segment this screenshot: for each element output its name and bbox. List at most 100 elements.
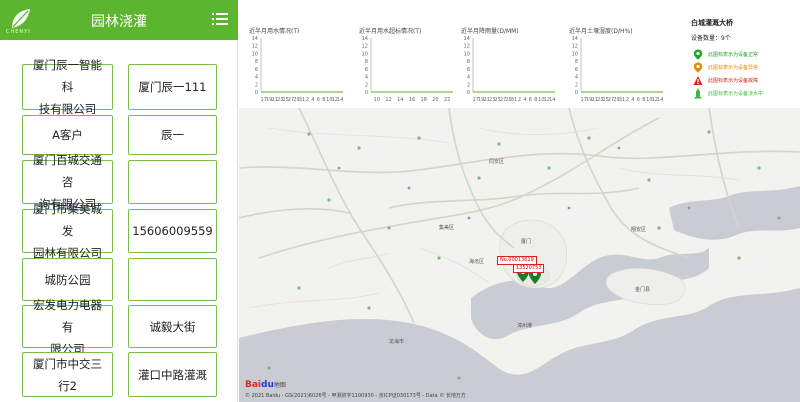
card-label: A客户 bbox=[52, 128, 83, 142]
x-tick-label: 14 bbox=[657, 97, 663, 103]
x-tick-label: 21 bbox=[271, 97, 277, 103]
device-group-card[interactable]: 厦门市集美城发园林有限公司 bbox=[22, 202, 113, 260]
leaf-logo-icon bbox=[12, 9, 30, 28]
y-tick-label: 8 bbox=[255, 59, 258, 65]
card-label: 厦门辰一111 bbox=[138, 80, 207, 94]
x-tick-label: 23 bbox=[597, 97, 603, 103]
card-label: 厦门辰一智能科 bbox=[33, 58, 102, 94]
map-city-label: 漳州港 bbox=[517, 323, 533, 329]
y-tick-label: 8 bbox=[467, 59, 470, 65]
map-canvas[interactable] bbox=[239, 108, 800, 402]
green-marker-icon bbox=[693, 49, 703, 60]
x-tick-label: 8 bbox=[642, 97, 645, 103]
card-label: 询有限公司 bbox=[38, 197, 97, 211]
x-tick-label: 12 bbox=[544, 97, 550, 103]
map-city-label: 龙海市 bbox=[389, 339, 405, 345]
x-tick-label: 14 bbox=[397, 97, 403, 103]
device-group-card[interactable]: 辰一 bbox=[128, 115, 217, 155]
map-city-label: 翔安区 bbox=[631, 227, 647, 233]
x-tick-label: 18 bbox=[421, 97, 427, 103]
x-tick-label: 14 bbox=[549, 97, 555, 103]
device-group-card[interactable]: A客户 bbox=[22, 115, 113, 155]
x-tick-label: 29 bbox=[613, 97, 619, 103]
legend-label: 此图标表示为设备异常 bbox=[708, 65, 759, 71]
y-tick-label: 4 bbox=[255, 75, 258, 81]
device-tag[interactable]: 13520753 bbox=[513, 264, 545, 273]
y-tick-label: 0 bbox=[467, 90, 470, 96]
device-group-card[interactable]: 诚毅大街 bbox=[128, 305, 217, 348]
baidu-logo: Baidu地图 bbox=[245, 380, 286, 390]
x-tick-label: 14 bbox=[337, 97, 343, 103]
y-tick-label: 12 bbox=[362, 44, 368, 50]
chart-title: 近半月土壤湿度(D/H%) bbox=[569, 28, 633, 35]
y-tick-label: 6 bbox=[255, 67, 258, 73]
x-tick-label: 31 bbox=[619, 97, 625, 103]
device-group-card[interactable]: 厦门百城交通咨询有限公司 bbox=[22, 153, 113, 211]
device-group-card[interactable]: 城防公园 bbox=[22, 258, 113, 301]
x-tick-label: 23 bbox=[489, 97, 495, 103]
x-tick-label: 6 bbox=[529, 97, 532, 103]
app-header: CHENYI 园林浇灌 bbox=[0, 0, 238, 40]
map-city-label: 金门县 bbox=[635, 287, 651, 293]
red-warning-icon bbox=[693, 76, 703, 85]
legend-items: 此图标表示为设备正常此图标表示为设备异常此图标表示为设备故障此图标表示为设备浇水… bbox=[691, 48, 796, 100]
legend-item: 此图标表示为设备正常 bbox=[693, 48, 796, 61]
sprinkler-icon bbox=[694, 88, 702, 99]
x-tick-label: 10 bbox=[374, 97, 380, 103]
x-tick-label: 22 bbox=[444, 97, 450, 103]
legend-item: 此图标表示为设备故障 bbox=[693, 74, 796, 87]
y-tick-label: 14 bbox=[362, 36, 368, 42]
card-label: 园林有限公司 bbox=[33, 246, 102, 260]
y-tick-label: 4 bbox=[365, 75, 368, 81]
x-tick-label: 31 bbox=[299, 97, 305, 103]
x-tick-label: 21 bbox=[591, 97, 597, 103]
card-label: 灌口中路灌溉 bbox=[138, 367, 207, 382]
map-city-label: 同安区 bbox=[489, 159, 505, 165]
device-group-card[interactable]: 厦门辰一智能科技有限公司 bbox=[22, 58, 113, 116]
card-label: 厦门百城交通咨 bbox=[33, 153, 102, 189]
map-legend: 白城灌溉大桥 设备数量：9个 此图标表示为设备正常此图标表示为设备异常此图标表示… bbox=[691, 18, 796, 100]
x-tick-label: 25 bbox=[494, 97, 500, 103]
device-group-card[interactable] bbox=[128, 160, 217, 204]
map-copyright: © 2021 Baidu - GS(2021)6026号 - 甲测资字11009… bbox=[245, 393, 466, 399]
x-tick-label: 17 bbox=[473, 97, 479, 103]
legend-item: 此图标表示为设备浇水中 bbox=[693, 87, 796, 100]
x-tick-label: 25 bbox=[602, 97, 608, 103]
device-group-card[interactable]: 宏发电力电器有限公司 bbox=[22, 298, 113, 356]
card-label: 诚毅大街 bbox=[149, 319, 196, 334]
y-tick-label: 10 bbox=[464, 51, 470, 57]
device-group-card[interactable]: 灌口中路灌溉 bbox=[128, 352, 217, 397]
card-label: 厦门市中交三行2 bbox=[33, 356, 102, 393]
card-label: 技有限公司 bbox=[38, 102, 97, 116]
card-label: 辰一 bbox=[161, 128, 184, 142]
x-tick-label: 12 bbox=[332, 97, 338, 103]
x-tick-label: 2 bbox=[306, 97, 309, 103]
device-group-card[interactable]: 厦门辰一111 bbox=[128, 64, 217, 110]
y-tick-label: 0 bbox=[365, 90, 368, 96]
device-group-card[interactable] bbox=[128, 258, 217, 301]
menu-list-icon[interactable] bbox=[212, 12, 228, 26]
chart-title: 近半月用水情况(T) bbox=[249, 28, 300, 35]
device-group-card[interactable]: 15606009559 bbox=[128, 209, 217, 253]
y-tick-label: 12 bbox=[464, 44, 470, 50]
x-tick-label: 31 bbox=[511, 97, 517, 103]
card-label: 宏发电力电器有 bbox=[33, 297, 102, 334]
x-tick-label: 2 bbox=[626, 97, 629, 103]
y-tick-label: 12 bbox=[252, 44, 258, 50]
y-tick-label: 8 bbox=[575, 59, 578, 65]
x-tick-label: 17 bbox=[261, 97, 267, 103]
y-tick-label: 6 bbox=[575, 67, 578, 73]
y-tick-label: 12 bbox=[572, 44, 578, 50]
x-tick-label: 19 bbox=[586, 97, 592, 103]
y-tick-label: 4 bbox=[575, 75, 578, 81]
x-tick-label: 25 bbox=[282, 97, 288, 103]
y-tick-label: 6 bbox=[365, 67, 368, 73]
device-group-card[interactable]: 厦门市中交三行2 bbox=[22, 352, 113, 397]
x-tick-label: 17 bbox=[581, 97, 587, 103]
